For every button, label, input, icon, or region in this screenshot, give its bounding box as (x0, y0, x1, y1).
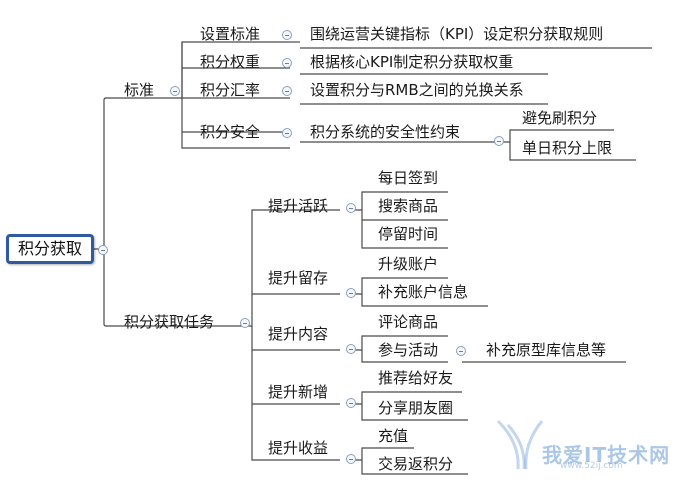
branch-tasks[interactable]: 积分获取任务 (124, 313, 215, 331)
collapse-toggle-icon[interactable] (282, 30, 292, 40)
group-retention[interactable]: 提升留存 (268, 269, 329, 287)
group-growth[interactable]: 提升新增 (268, 383, 329, 401)
collapse-toggle-icon[interactable] (98, 245, 108, 255)
collapse-toggle-icon[interactable] (346, 288, 356, 298)
task-item[interactable]: 搜索商品 (378, 197, 439, 215)
node-weight[interactable]: 积分权重 (200, 53, 261, 71)
task-item[interactable]: 交易返积分 (378, 455, 454, 473)
task-item[interactable]: 补充账户信息 (378, 283, 469, 301)
collapse-toggle-icon[interactable] (346, 344, 356, 354)
collapse-toggle-icon[interactable] (346, 454, 356, 464)
collapse-toggle-icon[interactable] (170, 86, 180, 96)
node-set-standard-desc[interactable]: 围绕运营关键指标（KPI）设定积分获取规则 (310, 25, 604, 43)
collapse-toggle-icon[interactable] (282, 128, 292, 138)
collapse-toggle-icon[interactable] (282, 86, 292, 96)
task-item[interactable]: 推荐给好友 (378, 369, 454, 387)
group-active[interactable]: 提升活跃 (268, 197, 329, 215)
task-item[interactable]: 停留时间 (378, 225, 439, 243)
collapse-toggle-icon[interactable] (346, 398, 356, 408)
node-rate[interactable]: 积分汇率 (200, 81, 261, 99)
group-content[interactable]: 提升内容 (268, 325, 329, 343)
root-node[interactable]: 积分获取 (6, 234, 94, 264)
task-item[interactable]: 分享朋友圈 (378, 399, 454, 417)
node-security-desc[interactable]: 积分系统的安全性约束 (310, 123, 461, 141)
task-item[interactable]: 评论商品 (378, 313, 439, 331)
group-revenue[interactable]: 提升收益 (268, 439, 329, 457)
node-set-standard[interactable]: 设置标准 (200, 25, 261, 43)
task-item[interactable]: 每日签到 (378, 169, 439, 187)
node-security[interactable]: 积分安全 (200, 123, 261, 141)
task-item[interactable]: 充值 (378, 427, 409, 445)
task-item[interactable]: 参与活动 (378, 341, 439, 359)
node-security-child[interactable]: 单日积分上限 (522, 139, 613, 157)
node-security-child[interactable]: 避免刷积分 (522, 109, 598, 127)
branch-standard[interactable]: 标准 (124, 81, 155, 99)
collapse-toggle-icon[interactable] (456, 346, 466, 356)
collapse-toggle-icon[interactable] (282, 58, 292, 68)
collapse-toggle-icon[interactable] (494, 136, 504, 146)
collapse-toggle-icon[interactable] (346, 203, 356, 213)
node-rate-desc[interactable]: 设置积分与RMB之间的兑换关系 (310, 81, 524, 99)
task-item-extra[interactable]: 补充原型库信息等 (486, 341, 607, 359)
node-weight-desc[interactable]: 根据核心KPI制定积分获取权重 (310, 53, 514, 71)
collapse-toggle-icon[interactable] (240, 318, 250, 328)
task-item[interactable]: 升级账户 (378, 255, 439, 273)
